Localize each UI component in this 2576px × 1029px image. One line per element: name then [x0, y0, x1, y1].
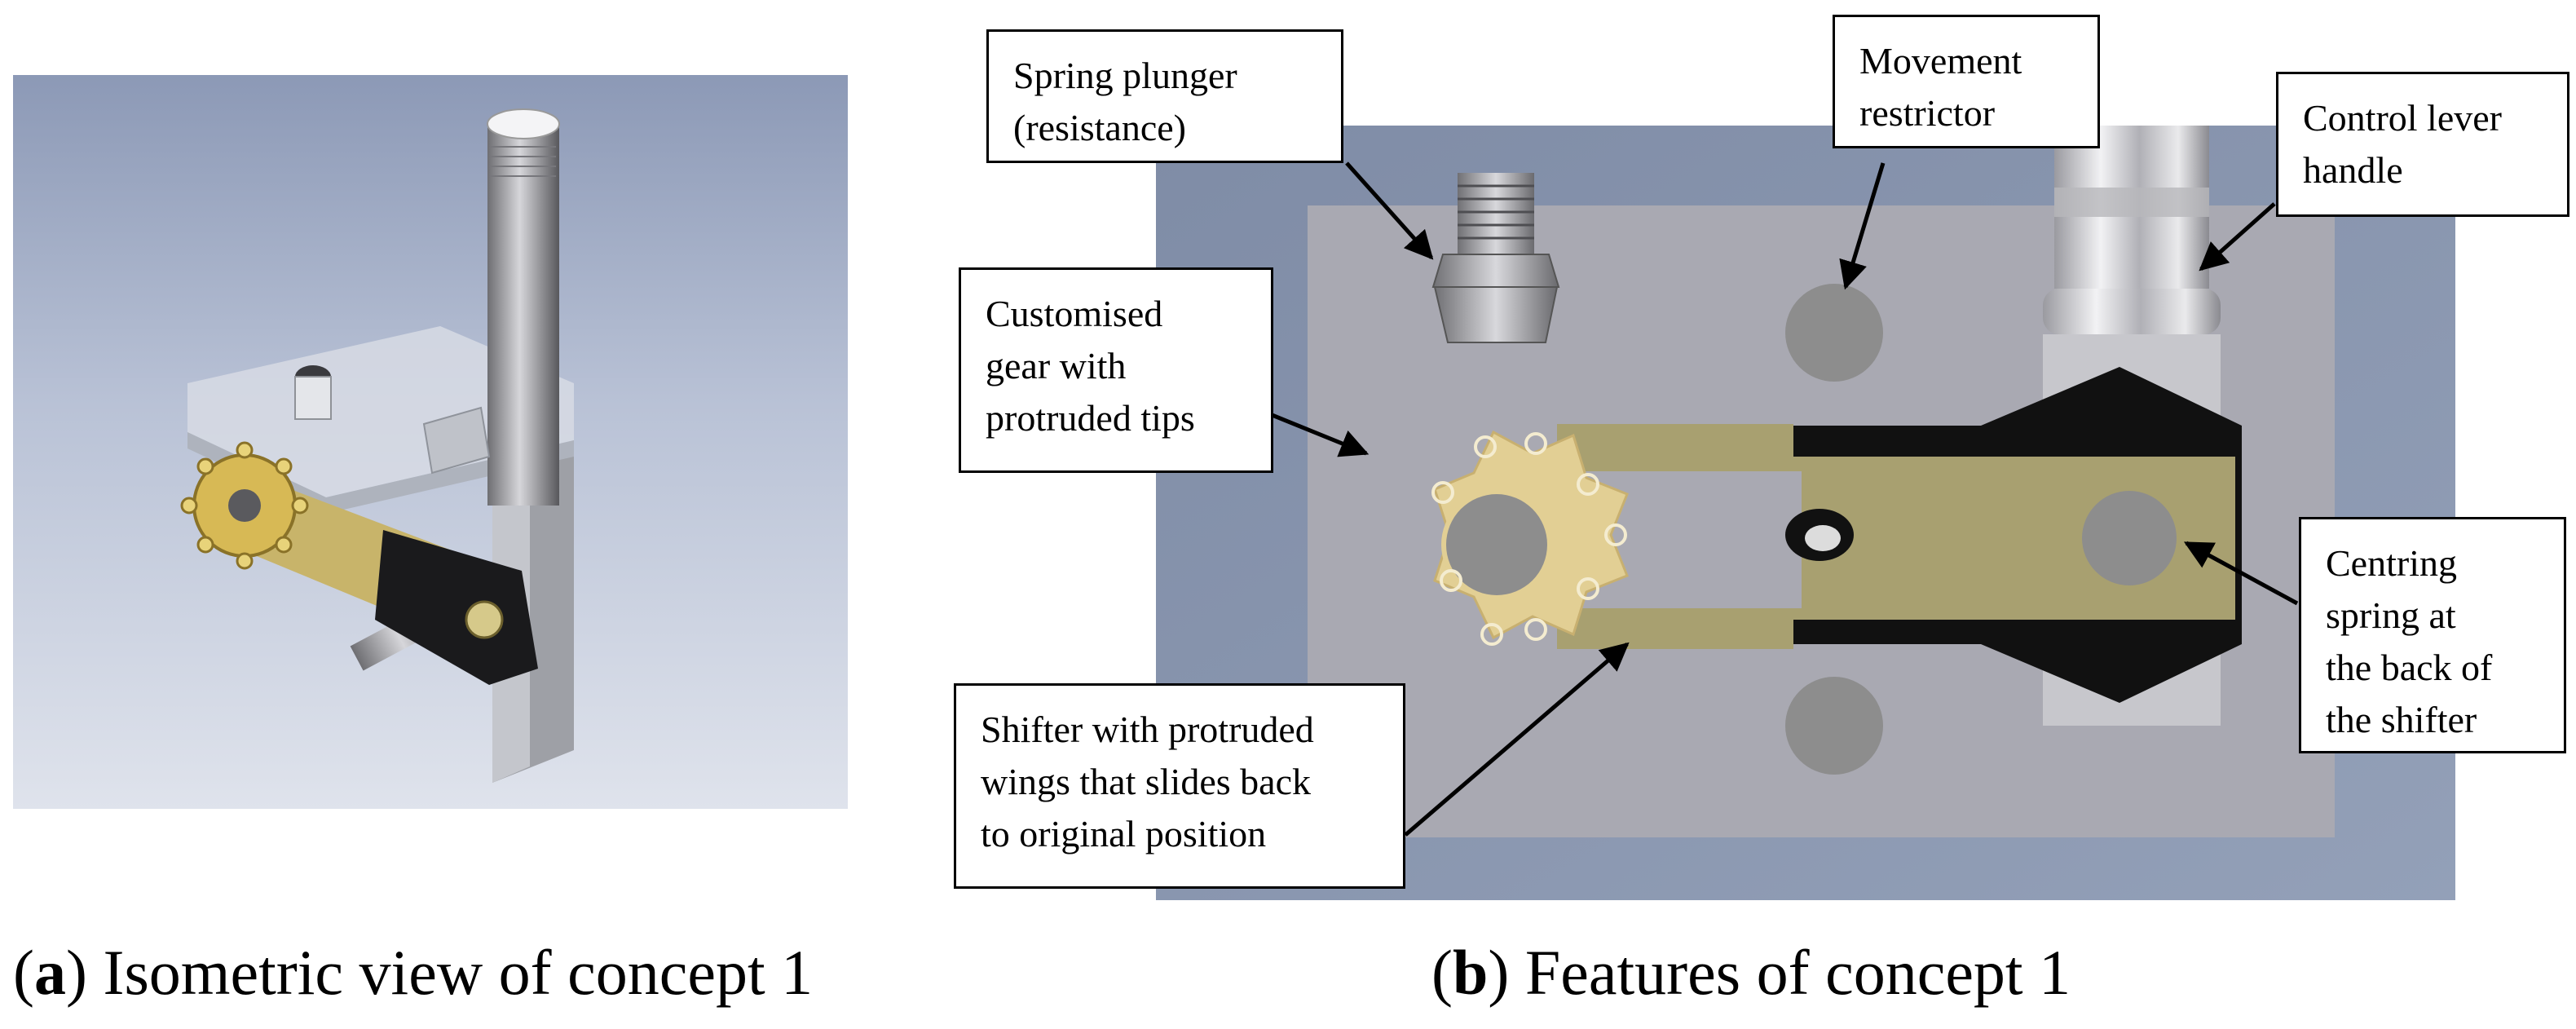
features-render — [1156, 126, 2455, 900]
black-body — [375, 530, 538, 685]
shifter-hole-inner — [1805, 525, 1841, 551]
arrow-spring-plunger — [1345, 161, 1434, 260]
plunger-small-body — [294, 376, 332, 420]
lever-base — [2043, 289, 2221, 334]
caption-a-open: ( — [13, 937, 34, 1008]
callout-shifter: Shifter with protruded wings that slides… — [954, 683, 1405, 889]
caption-b: (b) Features of concept 1 — [1431, 936, 2071, 1009]
rod-cap — [487, 108, 560, 139]
caption-a-close: ) — [65, 937, 87, 1008]
restrictor-block — [422, 406, 491, 475]
shifter-slot — [1663, 471, 1802, 608]
caption-b-open: ( — [1431, 937, 1453, 1008]
spring-plunger — [1431, 173, 1560, 343]
callout-movement-restrictor: Movement restrictor — [1833, 15, 2100, 148]
restrictor-top — [1785, 284, 1883, 382]
arrow-movement-restrictor — [1839, 162, 1886, 290]
arrow-control-lever — [2199, 202, 2276, 272]
callout-centring-spring: Centring spring at the back of the shift… — [2299, 517, 2566, 753]
shifter-pivot — [2082, 491, 2177, 585]
lever-band — [2054, 188, 2209, 217]
arrow-shifter — [1404, 642, 1630, 837]
arrow-centring-spring — [2183, 541, 2299, 606]
caption-b-letter: b — [1452, 937, 1489, 1008]
caption-a: (a) Isometric view of concept 1 — [13, 936, 813, 1009]
caption-a-letter: a — [33, 937, 66, 1008]
callout-customised-gear: Customised gear with protruded tips — [959, 267, 1273, 473]
gear-a-tips — [180, 441, 309, 570]
rod-knurling — [491, 146, 556, 177]
arrow-customised-gear — [1269, 412, 1370, 457]
caption-b-close: ) — [1488, 937, 1510, 1008]
restrictor-bottom — [1785, 677, 1883, 775]
callout-arrows — [1269, 161, 2299, 837]
callout-control-lever-handle: Control lever handle — [2276, 72, 2569, 217]
caption-a-text: Isometric view of concept 1 — [103, 937, 814, 1008]
brass-pivot — [465, 600, 504, 639]
gear-a-hole — [228, 489, 261, 522]
callout-spring-plunger: Spring plunger (resistance) — [986, 29, 1343, 163]
isometric-render — [13, 75, 848, 809]
vertical-rod — [487, 122, 559, 506]
customised-gear — [1431, 430, 1629, 646]
caption-b-text: Features of concept 1 — [1524, 937, 2071, 1008]
